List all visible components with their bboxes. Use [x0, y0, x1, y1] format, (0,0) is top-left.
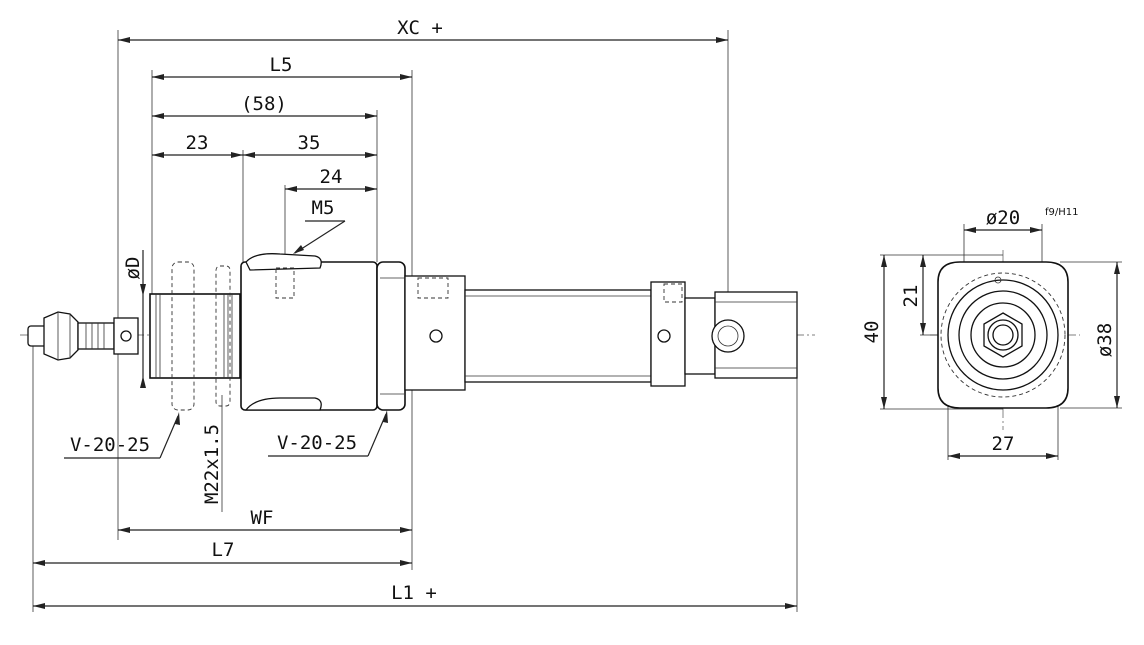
dim-od-label: øD [122, 257, 144, 280]
side-view: XC + L5 (58) 23 35 24 M5 øD [20, 17, 815, 612]
v-right-leader-line [367, 413, 387, 457]
dim-tolerance-label: f9/H11 [1045, 207, 1079, 218]
v-left-label: V-20-25 [70, 434, 150, 456]
dim-24-label: 24 [320, 166, 343, 188]
m5-leader-line [294, 220, 346, 254]
dim-35-label: 35 [298, 132, 321, 154]
dim-d38-label: ø38 [1094, 323, 1116, 357]
dim-d20-label: ø20 [986, 207, 1020, 229]
cylinder-tube [404, 275, 652, 391]
dim-m22-label: M22x1.5 [201, 424, 223, 504]
v-left-leader-line [159, 415, 179, 459]
end-hidden-circle [940, 272, 1066, 398]
dim-l1-label: L1 + [391, 582, 437, 604]
dim-58-label: (58) [241, 93, 287, 115]
dim-21-label: 21 [900, 285, 922, 308]
dim-wf-label: WF [251, 507, 274, 529]
dim-40-label: 40 [861, 321, 883, 344]
dim-23-label: 23 [186, 132, 209, 154]
end-hole-inner [992, 324, 1014, 346]
end-port-hole [994, 276, 1002, 284]
end-view: ø20 f9/H11 40 21 ø38 27 [861, 207, 1122, 460]
dim-27-label: 27 [992, 433, 1015, 455]
dim-xc-label: XC + [397, 17, 443, 39]
v-right-label: V-20-25 [277, 432, 357, 454]
rod-end-fitting [27, 311, 139, 361]
front-head [240, 253, 406, 411]
rear-cap [650, 281, 798, 387]
dim-l7-label: L7 [212, 539, 235, 561]
dim-l5-label: L5 [270, 54, 293, 76]
front-nut-and-thread [149, 261, 241, 411]
dim-m5-label: M5 [312, 197, 335, 219]
